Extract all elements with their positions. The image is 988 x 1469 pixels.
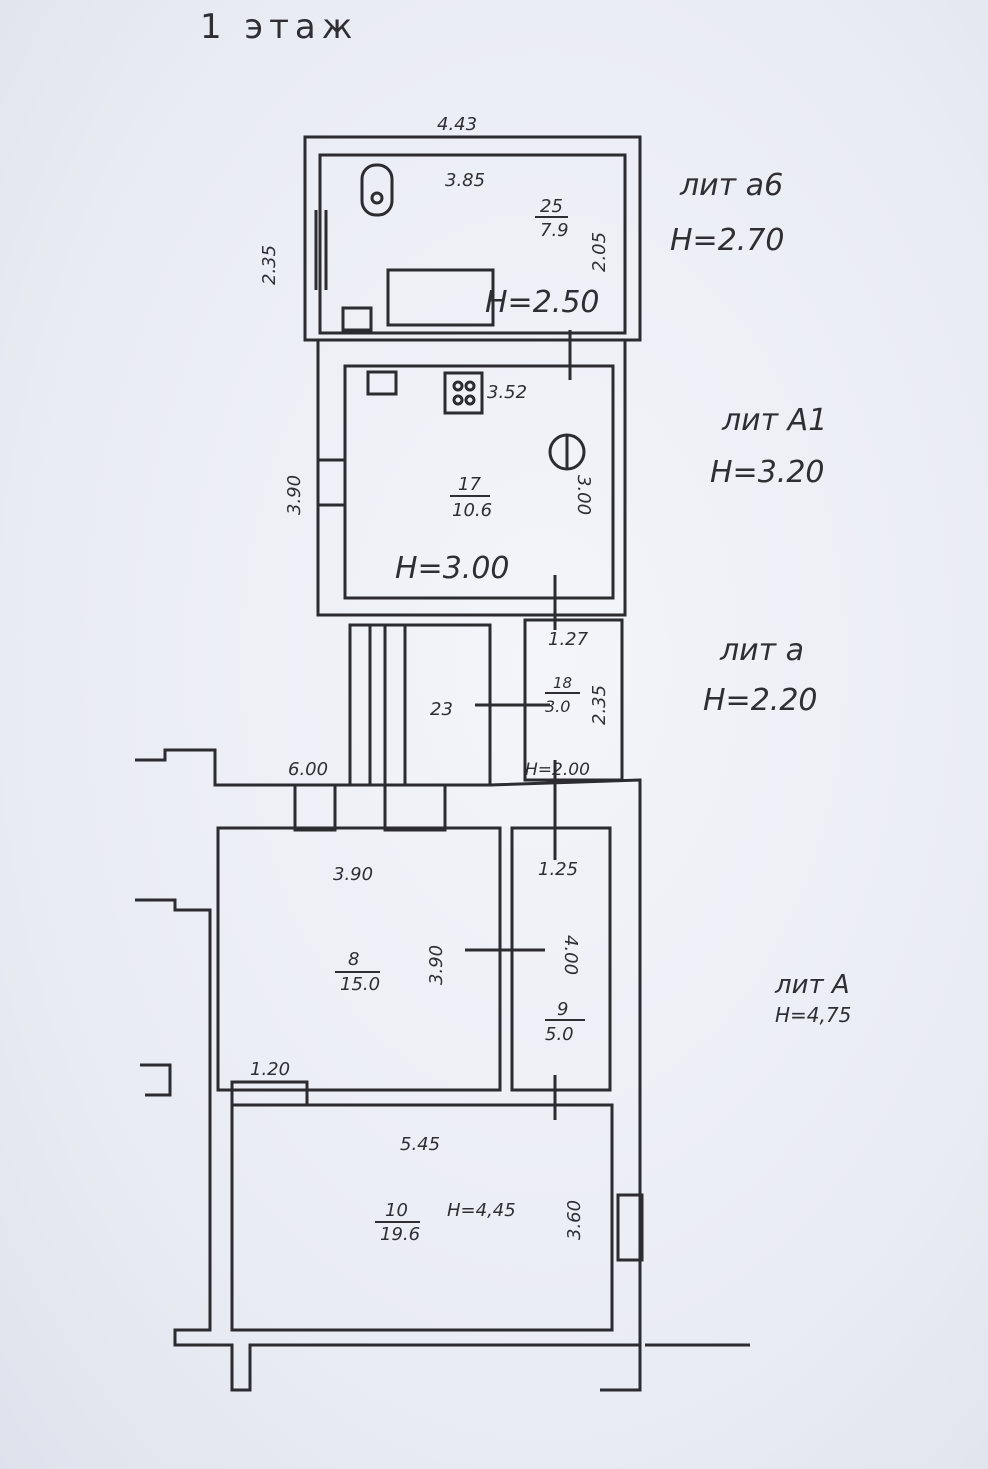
room-height: H=2.50 (485, 285, 600, 320)
room-number: 9 (557, 999, 568, 1020)
dim-room8-height: 3.90 (426, 945, 447, 985)
dimensions: 4.43 3.85 2.35 2.05 3.52 3.90 3.00 6.00 … (250, 114, 610, 1240)
block-lit-a-main (135, 748, 750, 1392)
dim-room10-width: 5.45 (400, 1134, 440, 1155)
dim-top-inner: 3.85 (445, 170, 485, 191)
dim-corridor: 1.20 (250, 1059, 290, 1080)
dim-top-right: 2.05 (589, 232, 610, 272)
room-number: 18 (553, 674, 572, 692)
dim-top-left: 2.35 (259, 245, 280, 285)
room-area: 19.6 (380, 1224, 420, 1245)
room-number: 8 (348, 949, 359, 970)
room-height: H=2.00 (525, 760, 590, 780)
stairs-icon (293, 783, 337, 832)
block-lit-a1 (316, 330, 627, 630)
room-height: H=3.00 (395, 551, 510, 586)
section-height: H=2.20 (703, 683, 818, 718)
dim-room10-height: 3.60 (564, 1200, 585, 1240)
sink-icon (341, 306, 373, 332)
bathtub-icon (386, 268, 495, 327)
dim-a1-left: 3.90 (284, 475, 305, 515)
room-area: 15.0 (340, 974, 380, 995)
room-area: 7.9 (540, 220, 569, 241)
dim-top-outer: 4.43 (437, 114, 477, 135)
room-area: 5.0 (545, 1024, 574, 1045)
dim-a1-width: 3.52 (487, 382, 527, 403)
room-area: 10.6 (452, 500, 492, 521)
sink-icon (366, 370, 398, 396)
dim-small-height: 2.35 (589, 685, 610, 725)
dim-room9-width: 1.25 (538, 859, 578, 880)
section-height: H=3.20 (710, 455, 825, 490)
section-name: лит а6 (679, 168, 783, 203)
section-name: лит A1 (721, 403, 827, 438)
dim-room8-width: 3.90 (333, 864, 373, 885)
section-height: H=4,75 (775, 1003, 851, 1027)
room-area: 3.0 (545, 697, 570, 716)
dim-a1-right: 3.00 (573, 475, 594, 515)
window-icon (616, 1193, 644, 1262)
room-number: 23 (430, 699, 453, 720)
room-number: 10 (385, 1200, 408, 1221)
dim-small-width: 1.27 (548, 629, 589, 650)
section-name: лит а (719, 633, 804, 668)
stove-icon (443, 371, 484, 415)
room-number: 17 (458, 474, 481, 495)
section-name: лит A (774, 970, 850, 1000)
room-labels: 25 7.9 H=2.50 17 10.6 H=3.00 23 18 3.0 H… (335, 196, 600, 1245)
block-lit-a (293, 618, 624, 860)
floor-title: 1 этаж (200, 7, 358, 47)
room-number: 25 (540, 196, 563, 217)
room-height: H=4,45 (447, 1200, 516, 1221)
dim-room9-height: 4.00 (560, 935, 581, 975)
toilet-icon (360, 163, 394, 217)
dim-stair: 6.00 (288, 759, 328, 780)
stairs-icon (383, 783, 447, 832)
section-height: H=2.70 (670, 223, 785, 258)
